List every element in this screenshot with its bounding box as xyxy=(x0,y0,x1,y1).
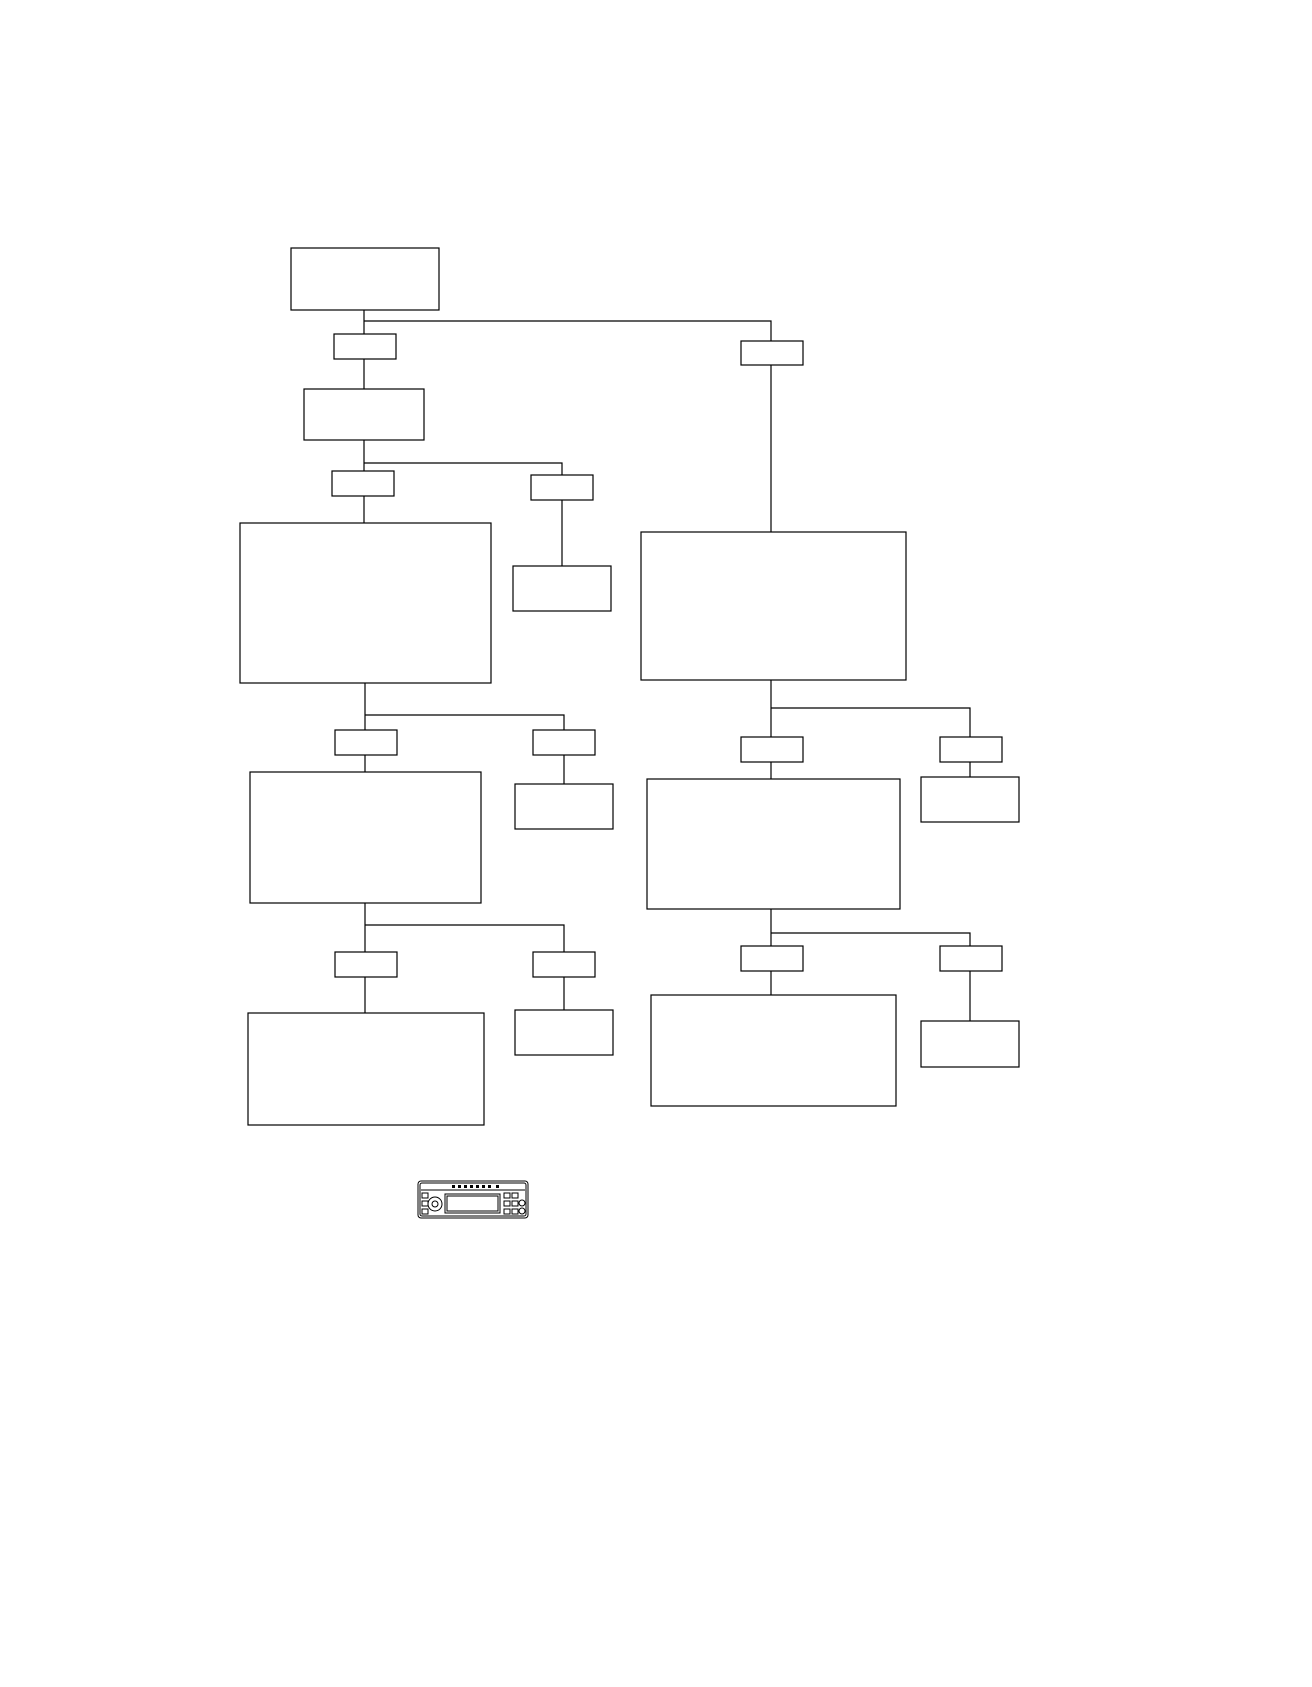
edge-right-step-2-to-no xyxy=(771,932,971,946)
node-left-step-3 xyxy=(249,771,482,904)
node-left-step-3-no xyxy=(532,951,596,978)
node-left-step-3-yes xyxy=(334,951,398,978)
node-right-step-3 xyxy=(650,994,897,1107)
node-start xyxy=(290,247,440,311)
node-right-step-2-no xyxy=(939,945,1003,972)
node-right-step-2-yes xyxy=(740,945,804,972)
node-left-step-1-no xyxy=(530,474,594,501)
node-left-step-4 xyxy=(247,1012,485,1126)
node-right-step-1-no xyxy=(939,736,1003,763)
node-branch-right-label xyxy=(740,340,804,366)
edge-left-step-2-to-no xyxy=(365,714,565,730)
edge-left-step-1-to-no xyxy=(364,462,563,475)
node-branch-left-label xyxy=(333,333,397,360)
node-right-step-1-no-result xyxy=(920,776,1020,823)
node-left-step-3-no-result xyxy=(514,1009,614,1056)
edge-start-to-right-label xyxy=(364,320,772,341)
node-left-step-2-no xyxy=(532,729,596,756)
node-left-step-2-yes xyxy=(334,729,398,756)
node-left-step-1-yes xyxy=(331,470,395,497)
car-radio-icon xyxy=(417,1180,529,1219)
node-left-step-1 xyxy=(303,388,425,441)
node-right-step-1-yes xyxy=(740,736,804,763)
edge-right-step-1-to-no xyxy=(771,707,971,737)
node-left-step-2 xyxy=(239,522,492,684)
node-left-step-2-no-result xyxy=(514,783,614,830)
node-left-step-1-no-result xyxy=(512,565,612,612)
diagram-nodes xyxy=(239,247,1020,1126)
node-right-step-1 xyxy=(640,531,907,681)
node-right-step-2 xyxy=(646,778,901,910)
edge-left-step-3-to-no xyxy=(365,924,565,952)
node-right-step-2-no-result xyxy=(920,1020,1020,1068)
connector-lines xyxy=(363,310,971,1021)
